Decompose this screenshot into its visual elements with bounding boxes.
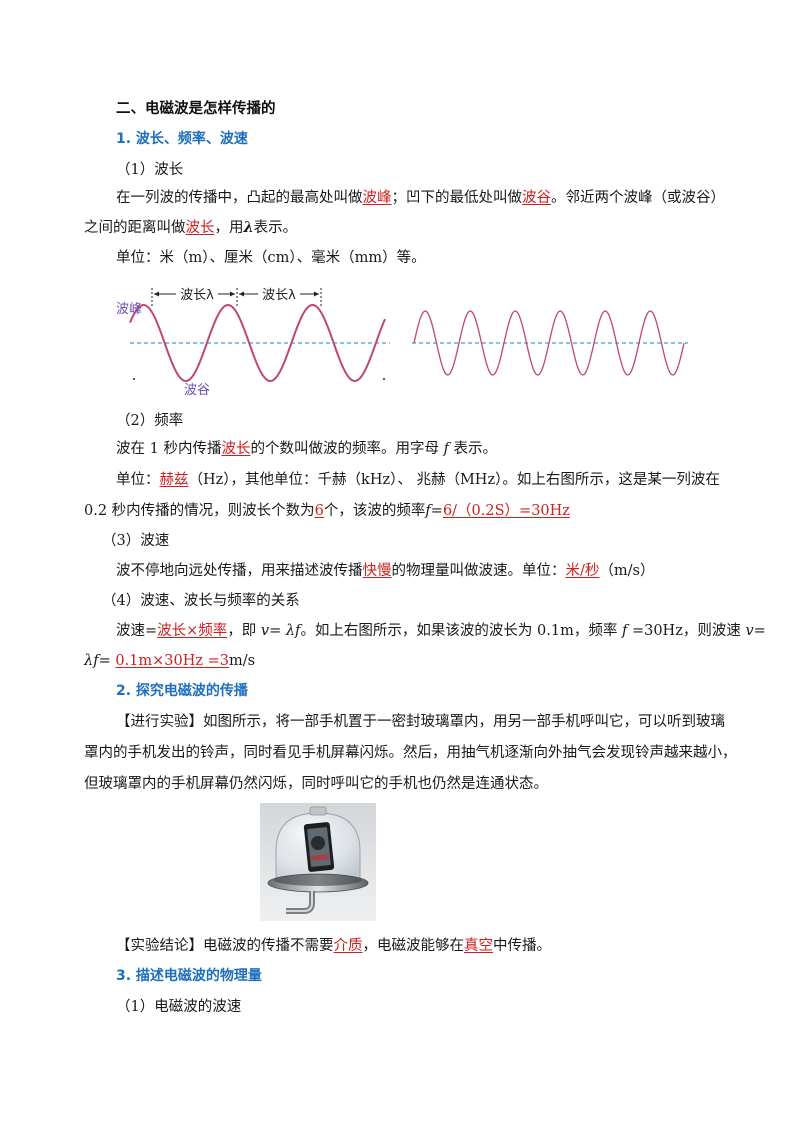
- base-top: [274, 874, 362, 886]
- text: 的物理量叫做波速。单位：: [391, 563, 566, 579]
- answer-calc: 0.1m×30Hz =3: [115, 653, 230, 669]
- text: （m/s）: [599, 563, 655, 579]
- paragraph-heading-frequency: （2）频率: [116, 413, 184, 429]
- paragraph-heading-em-speed: （1）电磁波的波速: [116, 999, 242, 1015]
- text: 表示。: [253, 220, 298, 236]
- text: =: [753, 623, 766, 639]
- answer-count: 6: [314, 503, 324, 519]
- paragraph-line: 【实验结论】电磁波的传播不需要介质，电磁波能够在真空中传播。: [116, 936, 551, 956]
- formula: λf: [84, 653, 99, 669]
- screen-portrait: [311, 836, 325, 850]
- text: =: [430, 503, 443, 519]
- answer-vacuum: 真空: [464, 938, 493, 954]
- text: 单位：: [116, 472, 160, 488]
- arrow-head: [314, 291, 319, 297]
- answer-medium: 介质: [333, 938, 363, 954]
- screen-button: [310, 854, 330, 861]
- paragraph-units: 单位：米（m）、厘米（cm）、毫米（mm）等。: [116, 250, 426, 266]
- section-title: 二、电磁波是怎样传播的: [116, 100, 276, 117]
- answer-wavelength: 波长: [185, 220, 215, 236]
- answer-speed: 快慢: [362, 563, 392, 579]
- wave-curve-right: [413, 310, 685, 376]
- paragraph-line: 罩内的手机发出的铃声，同时看见手机屏幕闪烁。然后，用抽气机逐渐向外抽气会发现铃声…: [84, 745, 737, 761]
- paragraph-line: 单位：赫兹（Hz），其他单位：千赫（kHz）、 兆赫（MHz）。如上右图所示，这…: [116, 470, 720, 490]
- text: 。邻近两个波峰（或波谷）: [551, 190, 725, 206]
- text: （Hz），其他单位：千赫（kHz）、 兆赫（MHz）。如上右图所示，这是某一列波…: [188, 472, 720, 488]
- paragraph-line: 【进行实验】如图所示，将一部手机置于一密封玻璃罩内，用另一部手机呼叫它，可以听到…: [116, 714, 725, 730]
- arrow-head: [154, 291, 159, 297]
- text: m/s: [229, 653, 256, 669]
- paragraph-heading-wavelength: （1）波长: [116, 162, 184, 178]
- dot: [133, 378, 135, 380]
- paragraph-line: 0.2 秒内传播的情况，则波长个数为6个，该波的频率f=6/（0.2S）=30H…: [84, 501, 570, 521]
- f-letter: f: [621, 623, 628, 639]
- paragraph-line: 但玻璃罩内的手机屏幕仍然闪烁，同时呼叫它的手机也仍然是连通状态。: [84, 776, 548, 792]
- subsection-title-3: 3. 描述电磁波的物理量: [116, 968, 262, 984]
- f-letter: f: [425, 503, 431, 519]
- text: ，即: [227, 623, 257, 639]
- answer-trough: 波谷: [522, 190, 551, 206]
- text: 波在 1 秒内传播: [116, 441, 222, 457]
- text: 之间的距离叫做: [84, 220, 186, 236]
- pipe-highlight: [286, 891, 313, 912]
- arrow-head: [239, 291, 244, 297]
- trough-label: 波谷: [184, 383, 210, 398]
- answer-mps: 米/秒: [565, 563, 600, 579]
- text: 。如上右图所示，如果该波的波长为 0.1m，频率: [300, 623, 618, 639]
- v-letter: v: [745, 623, 754, 639]
- text: ，电磁波能够在: [362, 938, 465, 954]
- paragraph-line: 波不停地向远处传播，用来描述波传播快慢的物理量叫做波速。单位：米/秒（m/s）: [116, 561, 654, 581]
- formula: v= λf: [260, 623, 301, 639]
- text: ；凹下的最低处叫做: [391, 190, 523, 206]
- f-letter: f: [443, 441, 449, 457]
- answer-hertz: 赫兹: [159, 472, 189, 488]
- text: 中传播。: [493, 938, 551, 954]
- dot: [383, 378, 385, 380]
- answer-wavelength-2: 波长: [221, 441, 251, 457]
- answer-product: 波长×频率: [157, 623, 228, 639]
- text: 个，该波的频率: [323, 503, 426, 519]
- lambda-symbol: λ: [243, 219, 254, 236]
- subsection-title-1: 1. 波长、频率、波速: [116, 131, 248, 147]
- dome-knob: [309, 806, 327, 816]
- paragraph-heading-relation: （4）波速、波长与频率的关系: [102, 593, 300, 609]
- answer-frequency: 6/（0.2S）=30Hz: [442, 503, 570, 519]
- text: 的个数叫做波的频率。用字母: [250, 441, 439, 457]
- right-wave-figure: [412, 310, 688, 376]
- text: ，用: [214, 220, 244, 236]
- text: 【实验结论】电磁波的传播不需要: [116, 938, 334, 954]
- wave-figures: 波长λ 波长λ 波峰 波谷: [116, 288, 688, 398]
- wavelength-label-2: 波长λ: [262, 288, 296, 303]
- text: =30Hz，则波速: [631, 623, 741, 639]
- text: 波不停地向远处传播，用来描述波传播: [116, 563, 363, 579]
- subsection-title-2: 2. 探究电磁波的传播: [116, 683, 248, 699]
- text: 在一列波的传播中，凸起的最高处叫做: [116, 190, 363, 206]
- wavelength-label-1: 波长λ: [180, 288, 214, 303]
- arrow-head: [230, 291, 235, 297]
- crest-label: 波峰: [116, 302, 142, 317]
- text: 0.2 秒内传播的情况，则波长个数为: [84, 503, 315, 519]
- paragraph-heading-speed: （3）波速: [102, 533, 170, 549]
- text: 表示。: [453, 441, 498, 457]
- answer-crest: 波峰: [362, 190, 392, 206]
- paragraph-line: 波在 1 秒内传播波长的个数叫做波的频率。用字母 f 表示。: [116, 439, 497, 459]
- text: =: [98, 653, 111, 669]
- paragraph-line: 波速=波长×频率，即 v= λf。如上右图所示，如果该波的波长为 0.1m，频率…: [116, 621, 766, 641]
- bell-jar-phone-image: [260, 803, 376, 921]
- text: 波速=: [116, 623, 158, 639]
- left-wave-figure: 波长λ 波长λ 波峰 波谷: [116, 288, 390, 398]
- paragraph-line: 之间的距离叫做波长，用λ表示。: [84, 218, 297, 238]
- paragraph-line: λf= 0.1m×30Hz =3m/s: [84, 651, 255, 671]
- wave-curve-left: [129, 303, 386, 382]
- paragraph-line: 在一列波的传播中，凸起的最高处叫做波峰；凹下的最低处叫做波谷。邻近两个波峰（或波…: [116, 188, 725, 208]
